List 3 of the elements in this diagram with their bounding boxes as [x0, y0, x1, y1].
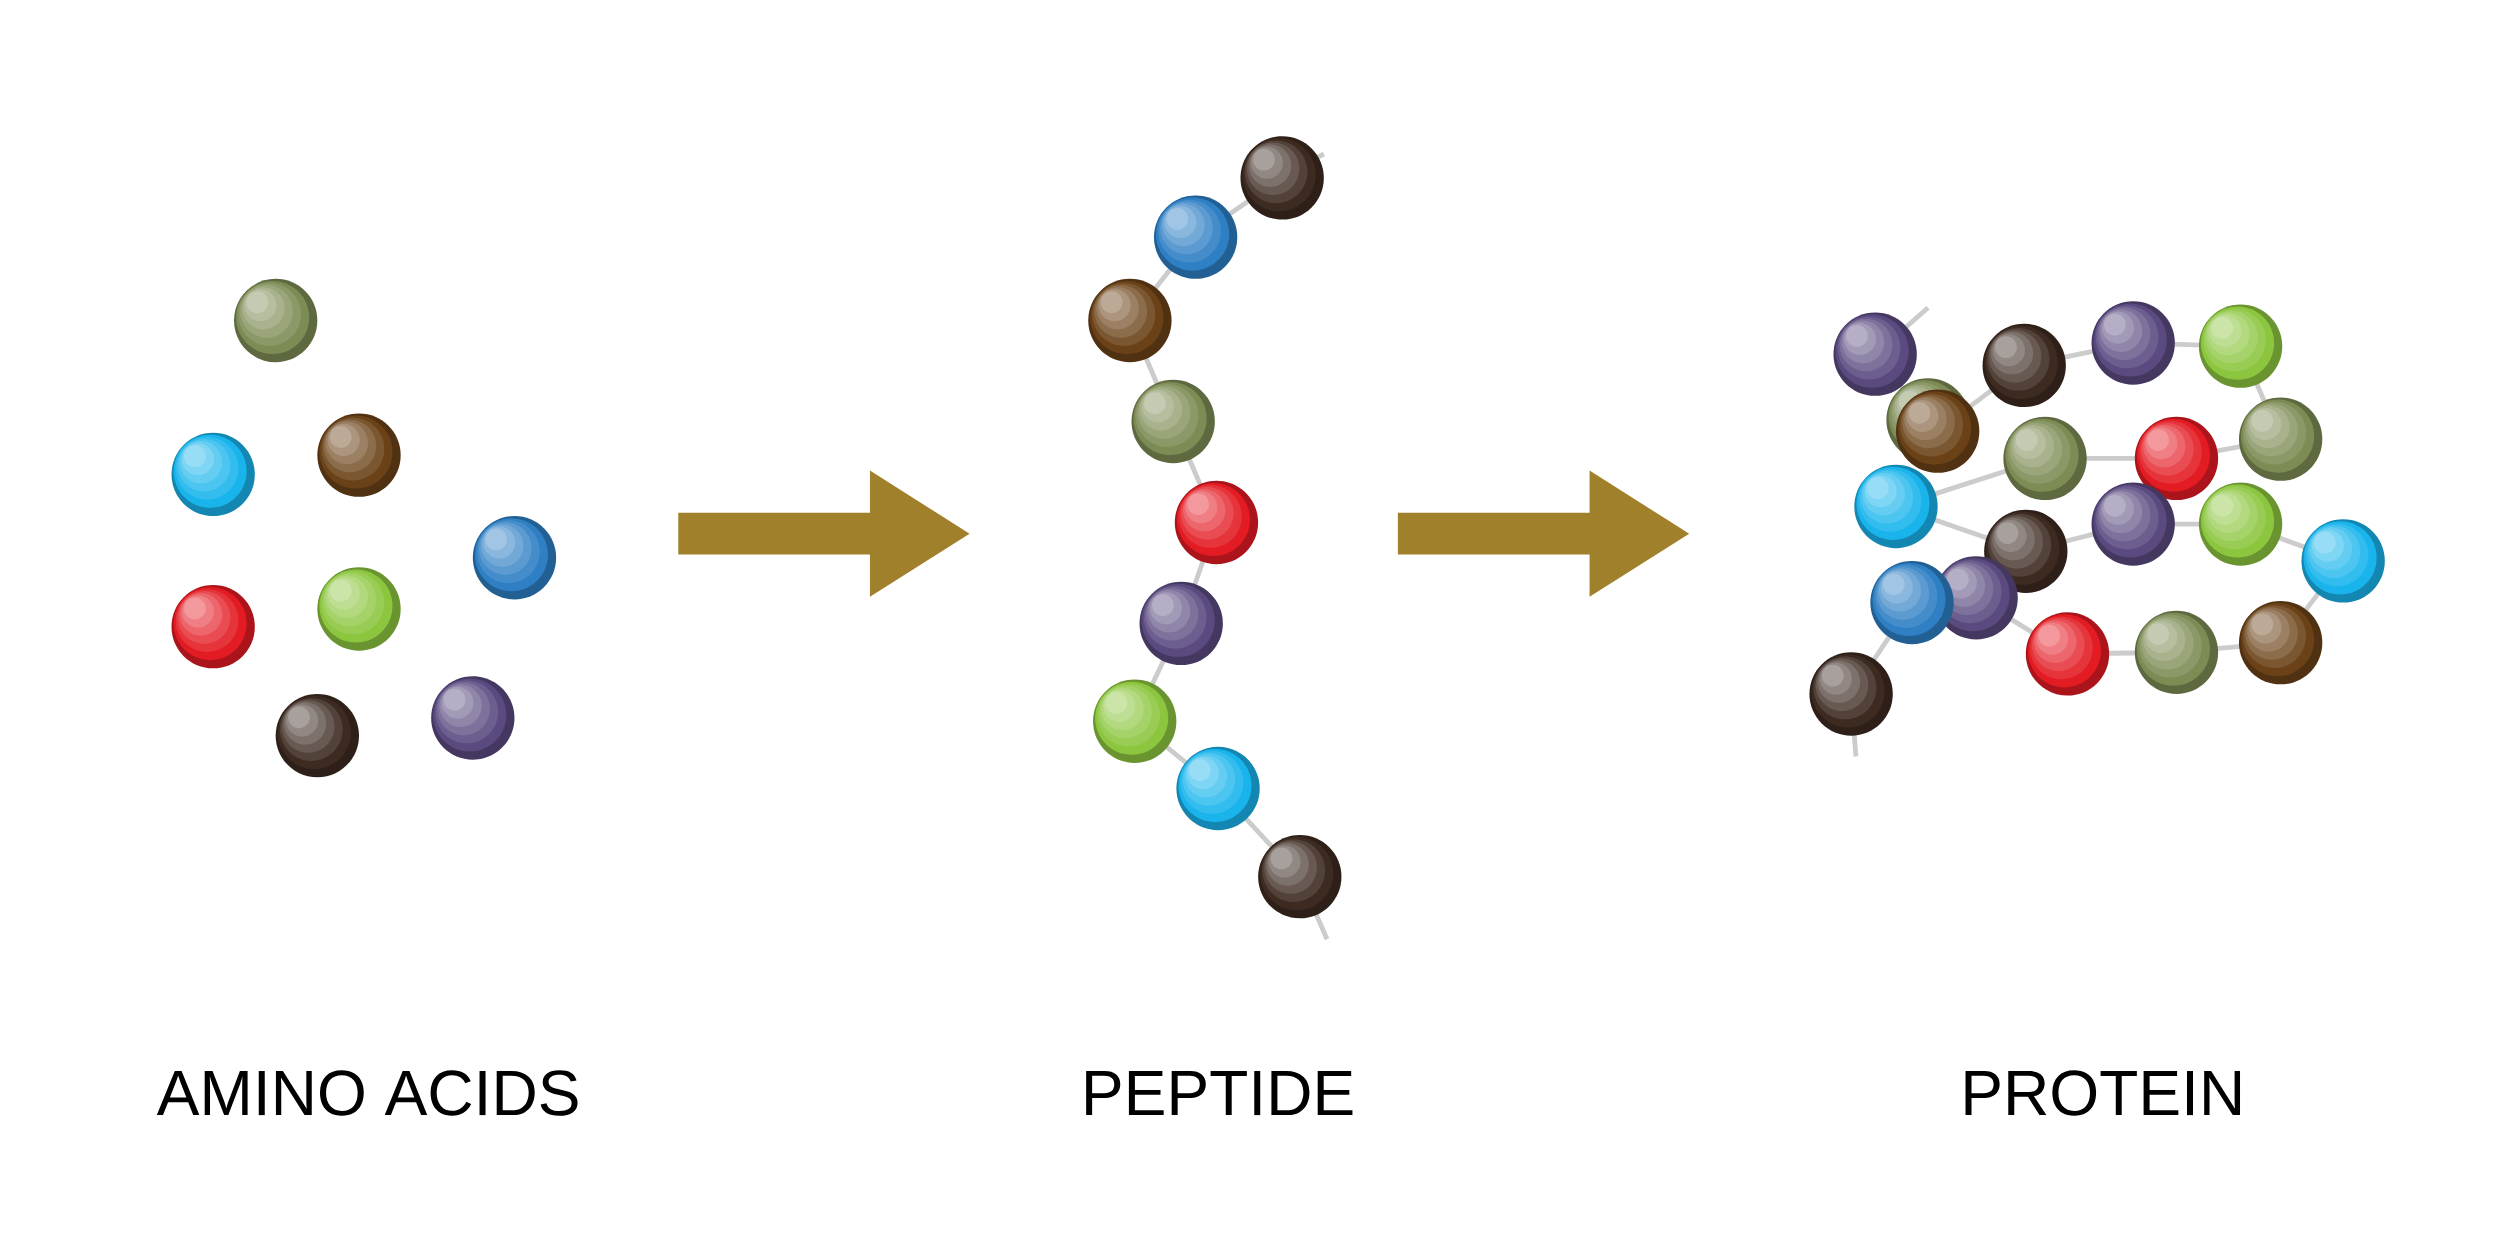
caption-label: AMINO ACIDS — [156, 1070, 578, 1116]
caption-label: PEPTIDE — [1086, 1070, 1353, 1115]
caption-label: PROTEIN — [1965, 1070, 2240, 1116]
